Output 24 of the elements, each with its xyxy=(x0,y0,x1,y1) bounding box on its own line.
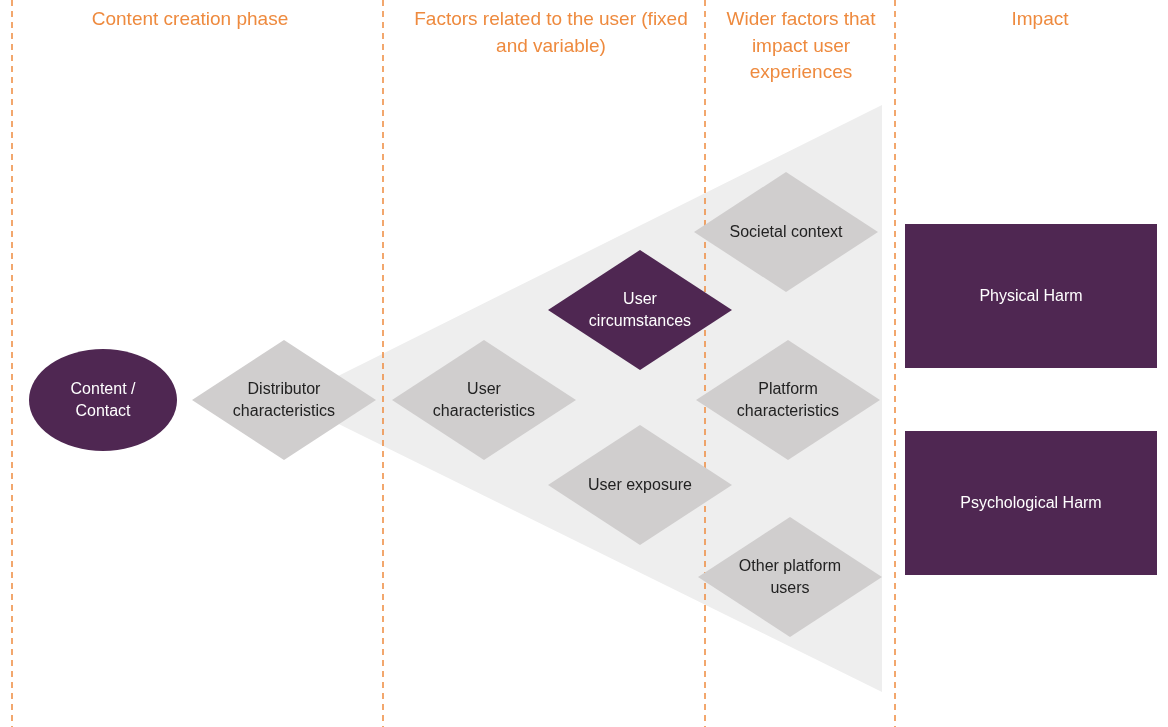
diamond-node xyxy=(192,340,376,460)
ellipse-node xyxy=(29,349,177,451)
node-label: Platform characteristics xyxy=(735,378,841,421)
node-label: User circumstances xyxy=(587,288,693,331)
node-label: User characteristics xyxy=(431,378,537,421)
node-label: Physical Harm xyxy=(979,285,1083,306)
column-heading: Wider factors that impact user experiences xyxy=(725,7,877,85)
diamond-node xyxy=(548,425,732,545)
column-heading: Content creation phase xyxy=(90,7,290,31)
impact-box xyxy=(905,431,1157,575)
diamond-node xyxy=(696,340,880,460)
column-heading: Factors related to the user (fixed and variable) xyxy=(413,7,689,58)
column-heading: Impact xyxy=(1010,7,1070,31)
node-label: Other platform users xyxy=(737,555,843,598)
diamond-node xyxy=(698,517,882,637)
diamond-node xyxy=(548,250,732,370)
node-label: Distributor characteristics xyxy=(231,378,337,421)
node-label: Psychological Harm xyxy=(960,492,1102,513)
node-label: Content / Contact xyxy=(69,378,137,421)
node-label: User exposure xyxy=(587,474,692,495)
impact-box xyxy=(905,224,1157,368)
node-label: Societal context xyxy=(729,221,843,242)
diamond-node xyxy=(694,172,878,292)
diamond-node xyxy=(392,340,576,460)
